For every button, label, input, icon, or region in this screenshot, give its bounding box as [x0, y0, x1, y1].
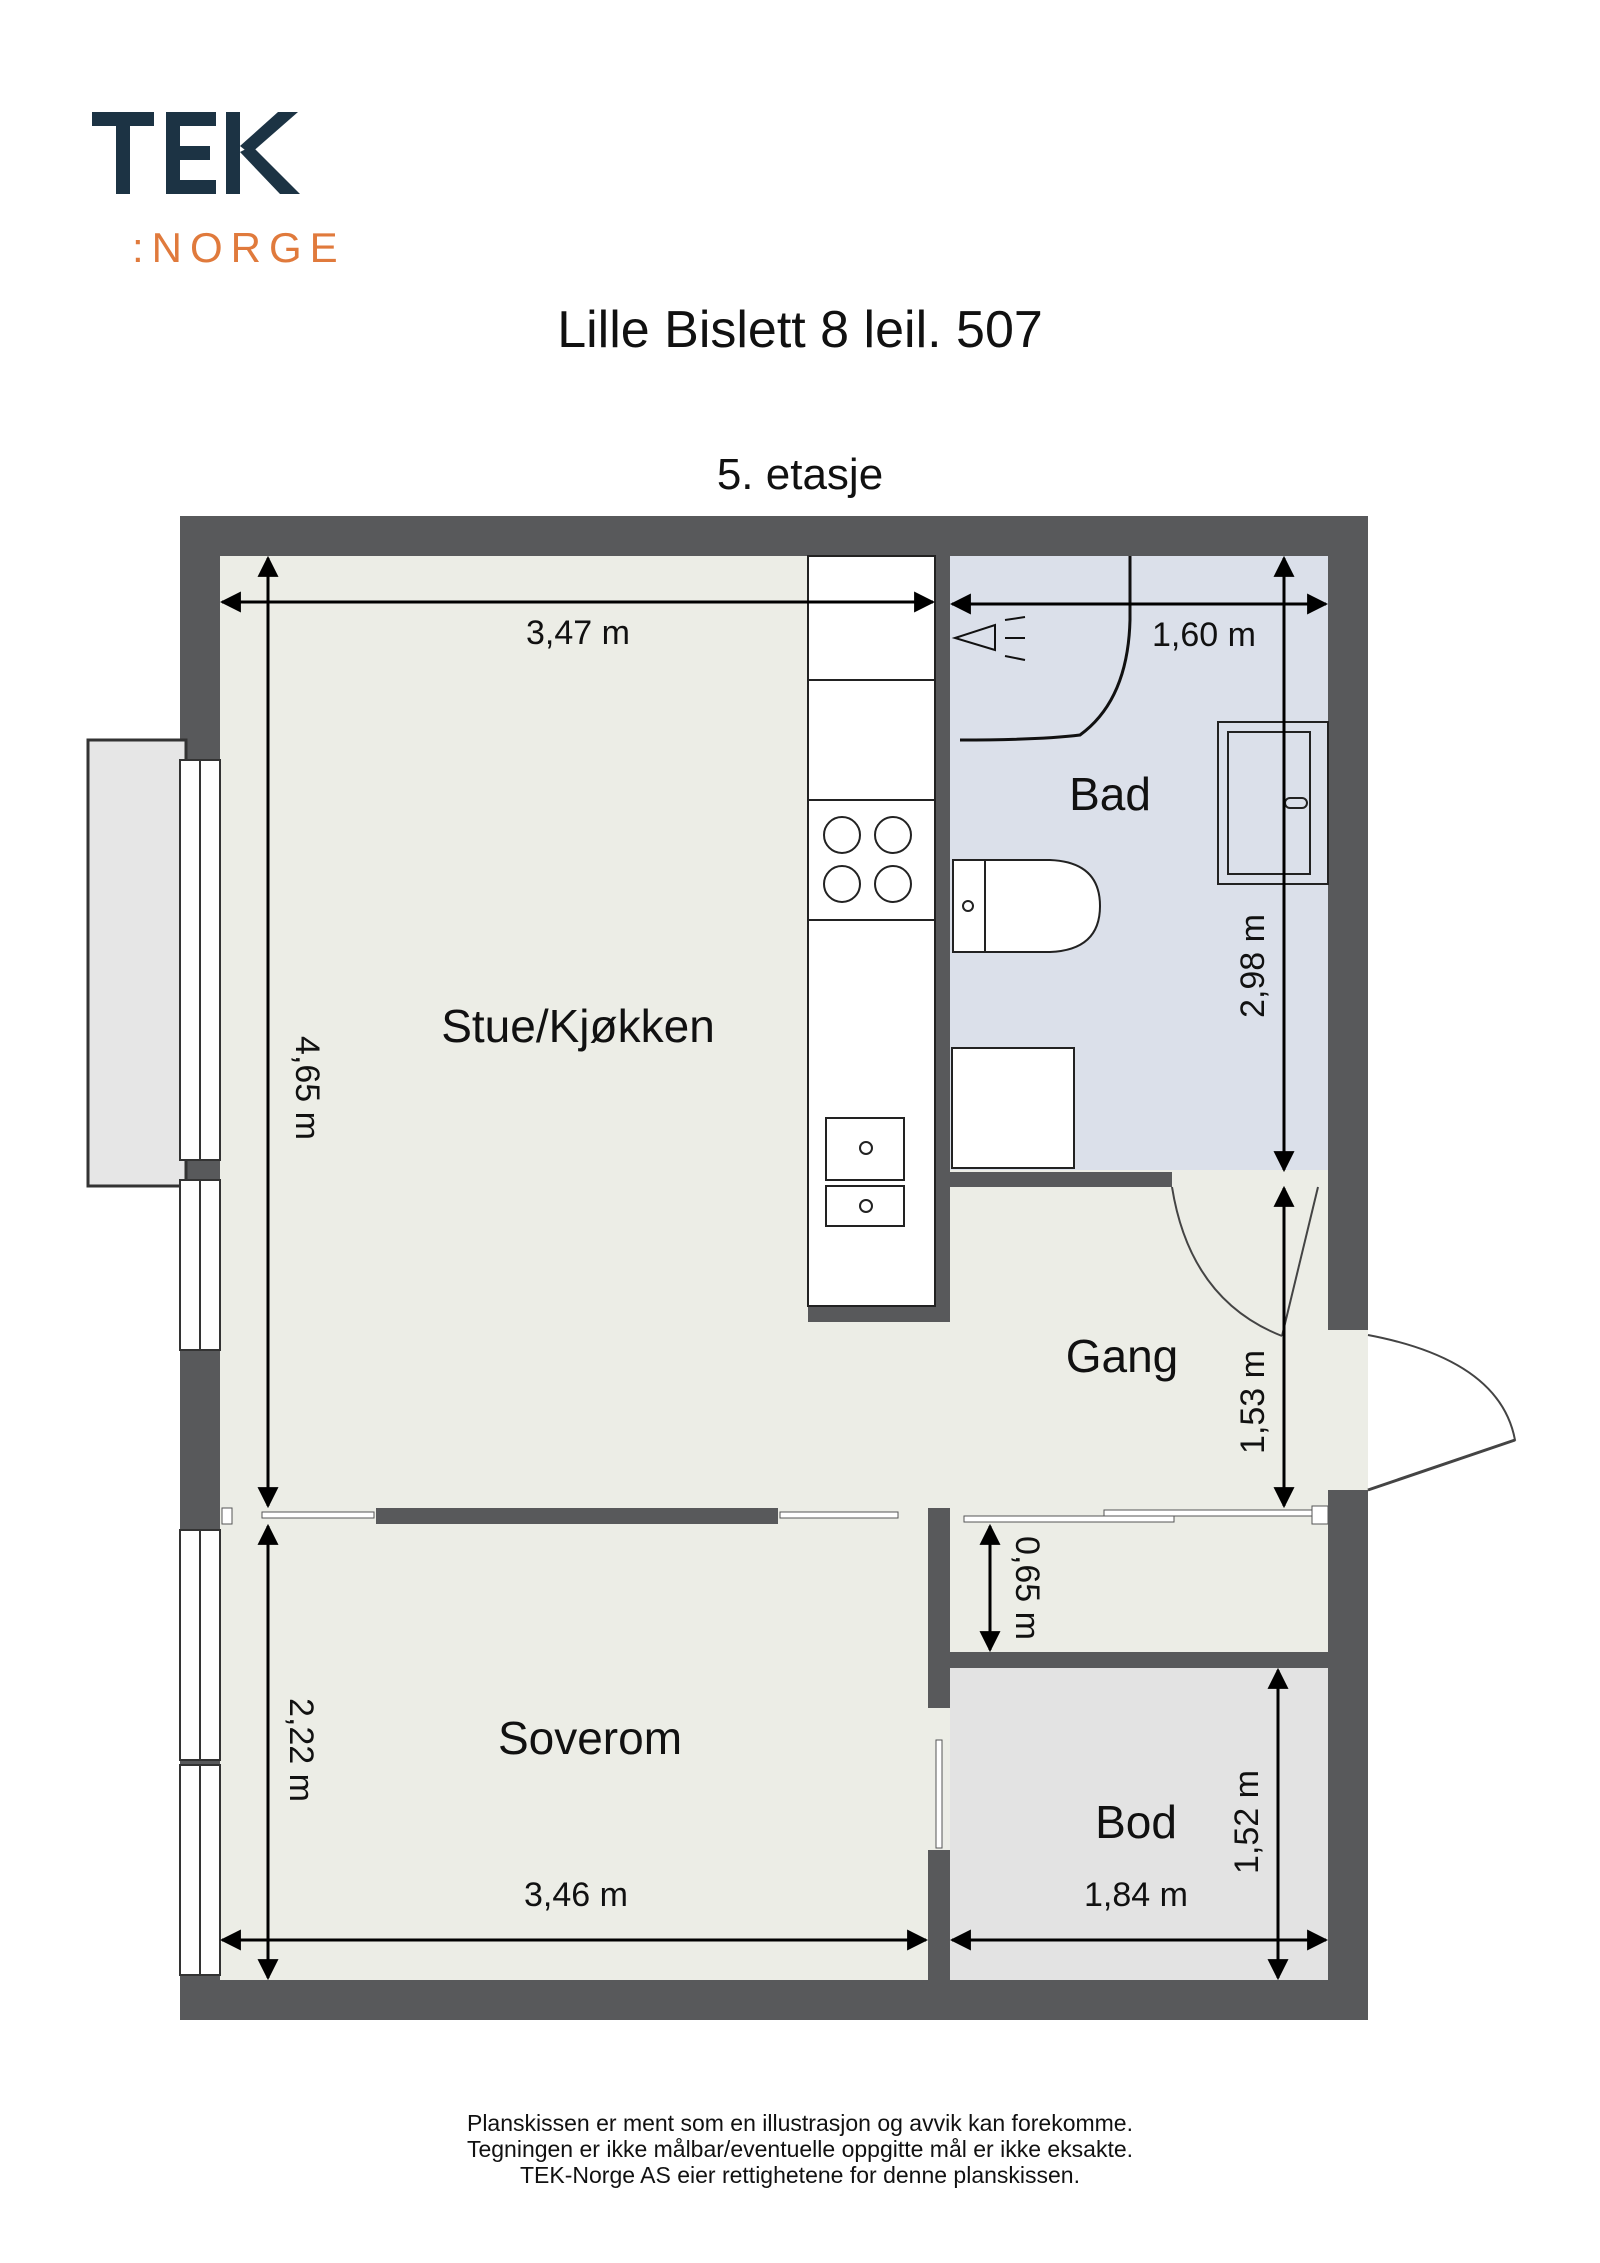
wall-storage-left: [928, 1850, 950, 1980]
dim-label-gang-height: 1,53 m: [1234, 1350, 1272, 1454]
bathroom-door: [1171, 1186, 1283, 1337]
washer: [951, 1047, 1075, 1169]
dim-label-bad-height: 2,98 m: [1234, 914, 1272, 1018]
storage-floor: [950, 1668, 1328, 1980]
stove: [823, 816, 912, 903]
kitchen-counter: [807, 555, 936, 1307]
sliding-door-bedroom: [221, 1507, 899, 1525]
wall-closet-storage: [950, 1652, 1328, 1668]
entrance-door: [1367, 1334, 1517, 1491]
balcony: [86, 738, 188, 1188]
floor-label: 5. etasje: [716, 450, 884, 499]
toilet: [952, 859, 1102, 953]
bathroom-sink: [1217, 721, 1329, 885]
dim-label-bod-height: 1,52 m: [1228, 1770, 1266, 1874]
dim-label-bad-width: 1,60 m: [1152, 616, 1256, 654]
dim-label-closet-depth: 0,65 m: [1008, 1536, 1046, 1640]
dim-label-bod-width: 1,84 m: [1084, 1876, 1188, 1914]
room-label-stue: Stue/Kjøkken: [441, 1000, 715, 1052]
room-label-bad: Bad: [1069, 768, 1151, 820]
disclaimer-line: Planskissen er ment som en illustrasjon …: [466, 2110, 1133, 2136]
room-label-gang: Gang: [1066, 1330, 1179, 1382]
svg-text::NORGE: :NORGE: [132, 224, 346, 271]
dim-label-stue-height: 4,65 m: [288, 1036, 326, 1140]
dim-label-stue-width: 3,47 m: [526, 614, 630, 652]
wall-bath-hall: [950, 1172, 1172, 1187]
sliding-door-storage: [935, 1739, 943, 1849]
wall-kitchen-bath: [935, 556, 950, 1322]
disclaimer: Planskissen er ment som en illustrasjon …: [0, 2110, 1600, 2188]
wall-bedroom: [376, 1508, 778, 1524]
disclaimer-line: Tegningen er ikke målbar/eventuelle oppg…: [466, 2136, 1134, 2162]
wall-closet-left: [928, 1508, 950, 1708]
tek-norge-logo: :NORGE: [92, 112, 346, 271]
dim-label-soverom-height: 2,22 m: [282, 1698, 320, 1802]
dim-label-soverom-width: 3,46 m: [524, 1876, 628, 1914]
plan-title: Lille Bislett 8 leil. 507: [557, 301, 1043, 359]
room-label-soverom: Soverom: [498, 1712, 682, 1764]
shower-curtain: [959, 556, 1132, 742]
disclaimer-line: TEK-Norge AS eier rettighetene for denne…: [520, 2162, 1080, 2188]
wall-kitchen-end: [808, 1305, 950, 1322]
room-label-bod: Bod: [1095, 1796, 1177, 1848]
kitchen-sink: [825, 1117, 905, 1227]
shower-icon: [951, 616, 1026, 661]
sliding-door-closet: [963, 1505, 1329, 1525]
